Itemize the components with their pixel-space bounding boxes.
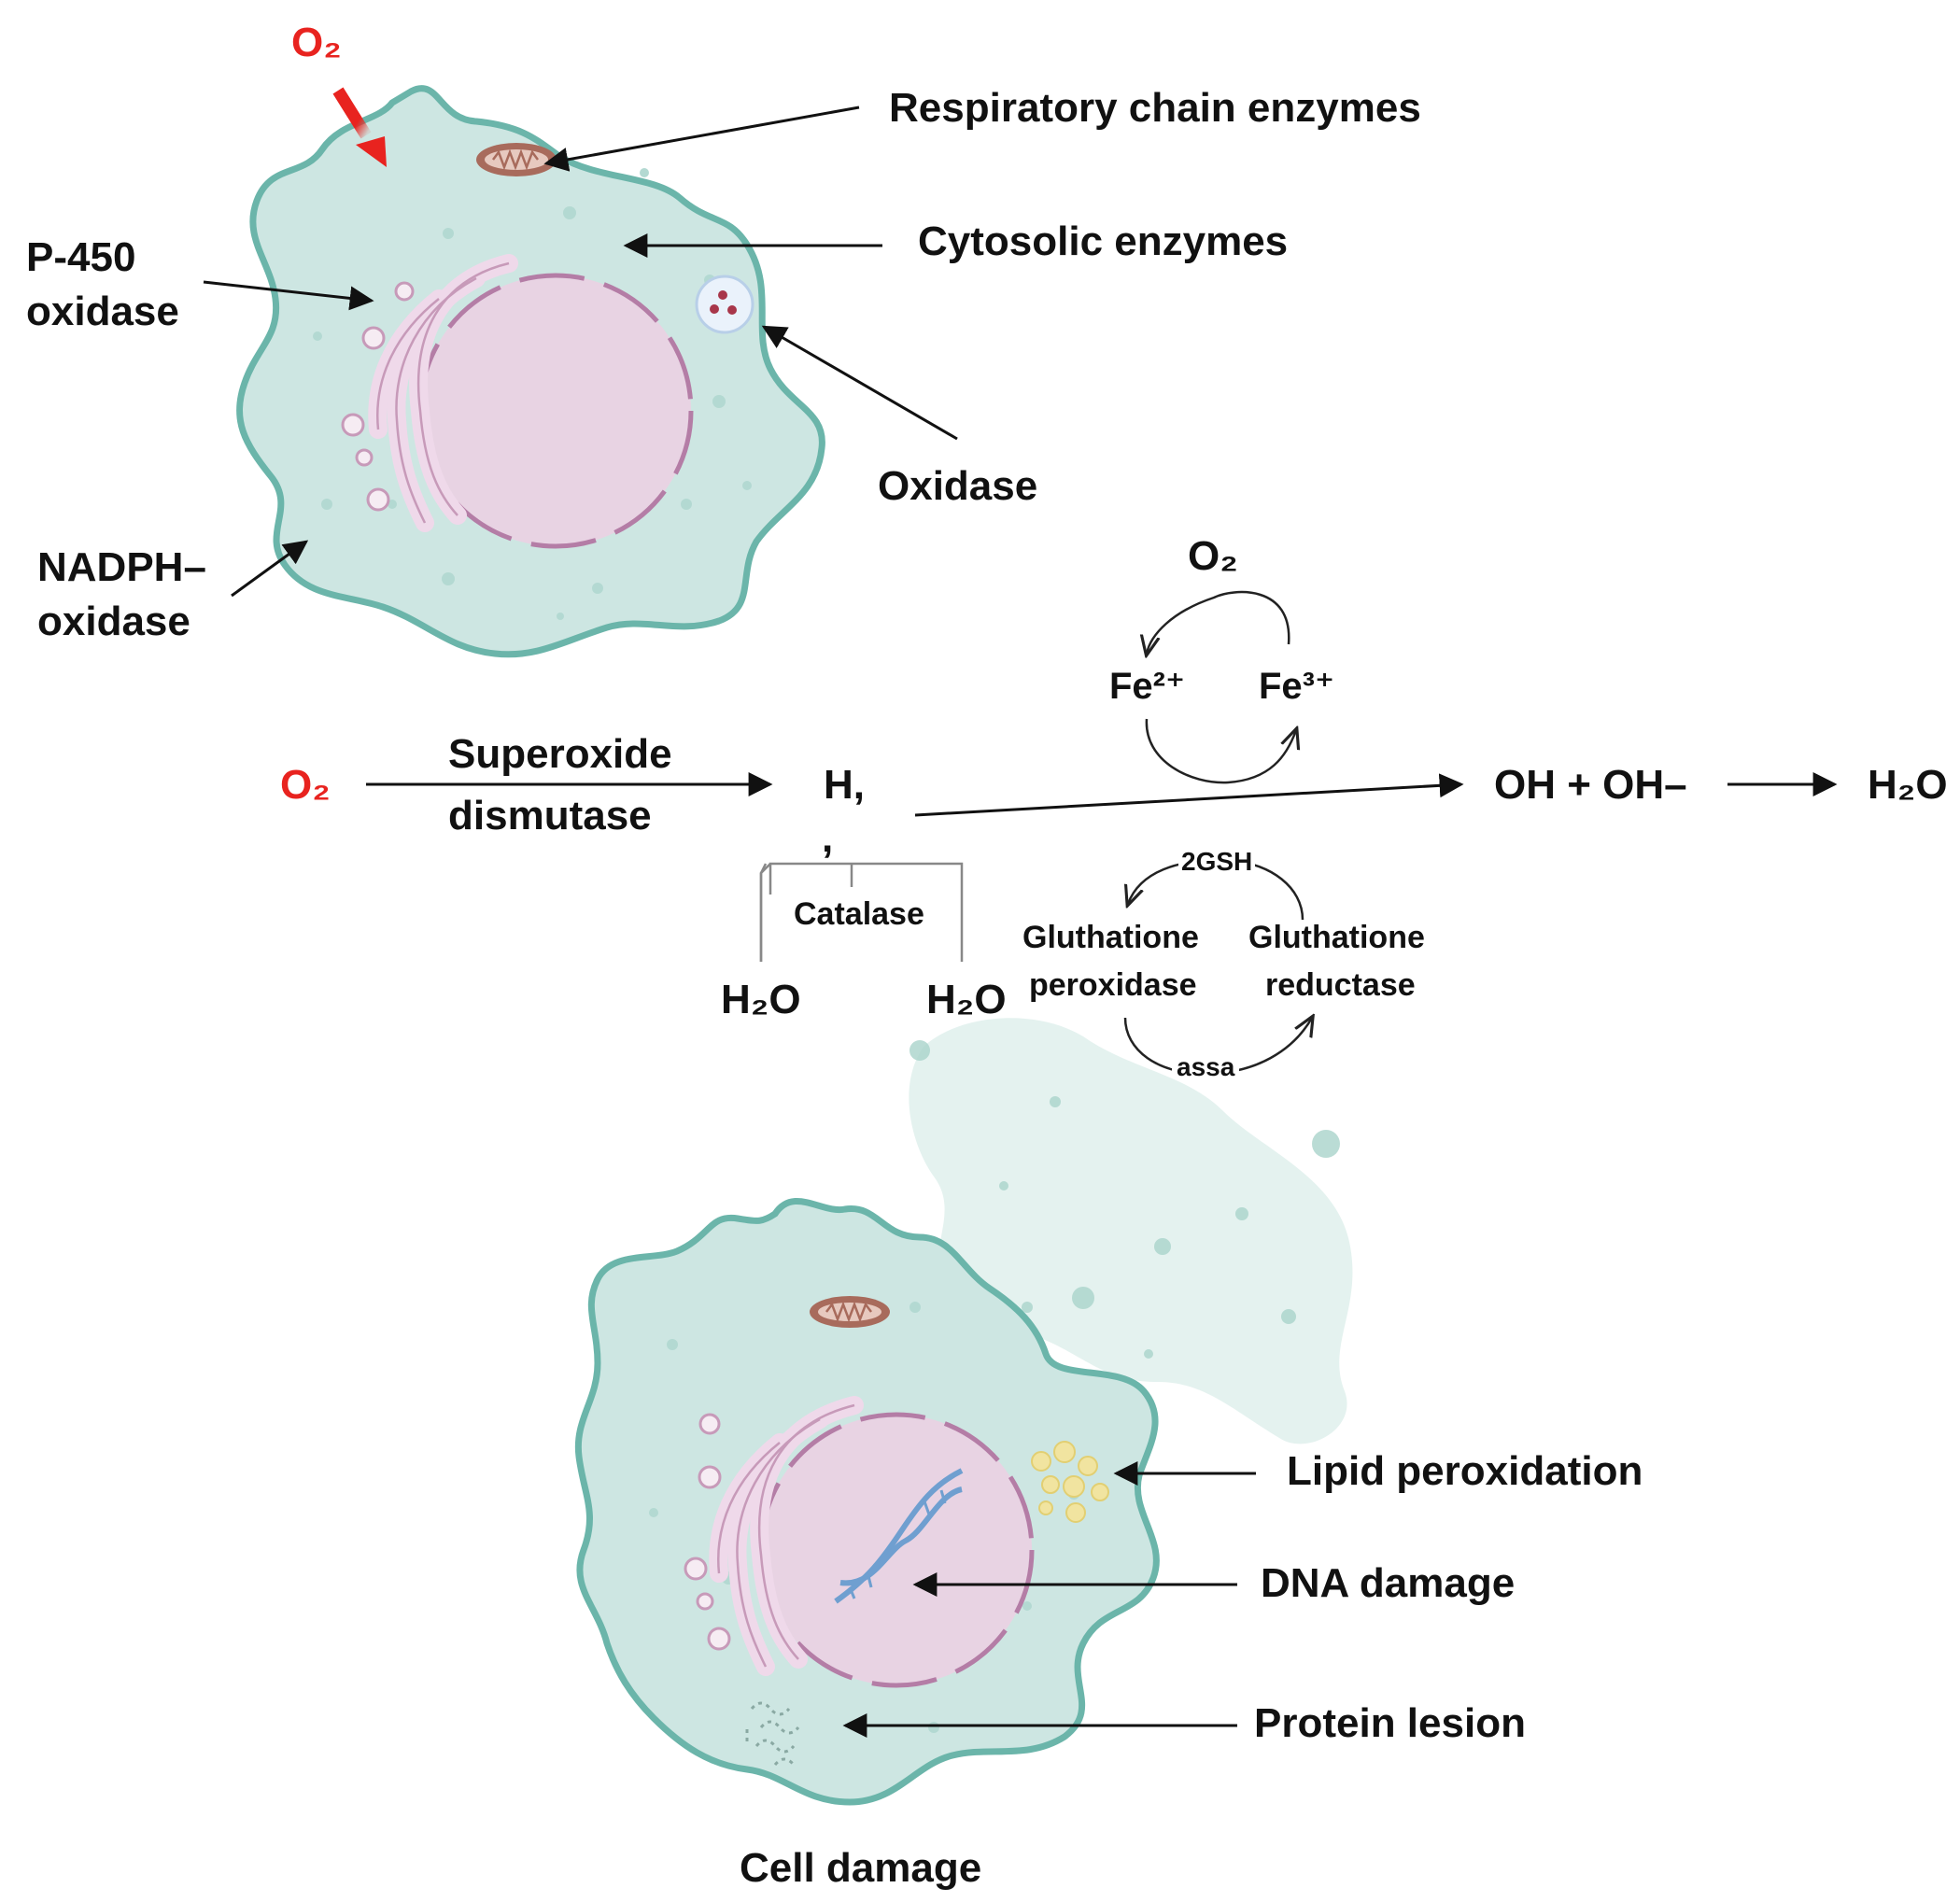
assa-label-bg [1172,1048,1239,1085]
fe-lower-cycle-arc [1145,718,1296,784]
bleb-granules [909,1040,1340,1359]
oxidase-arrow [761,325,958,441]
nadph-label-line1: NADPH– [37,544,206,590]
p450-label-line1: P-450 [26,234,135,280]
top-cell-granules [313,159,752,620]
p450-arrow [203,280,374,311]
vesicle-icon [695,275,754,334]
fe3-label: Fe³⁺ [1259,666,1334,707]
lipid-droplets-icon [1031,1441,1109,1523]
top-endoplasmic-reticulum [341,254,518,532]
assa-label: assa [1177,1052,1235,1081]
dna-icon [834,1468,964,1604]
sod-label-line1: Superoxide [448,731,672,777]
nadph-arrow [231,540,309,598]
gsh-label: 2GSH [1181,847,1252,876]
mitochondrion-icon [810,1296,890,1328]
fenton-arrow [914,773,1464,817]
gpx-label-line1: Gluthatione [1022,920,1199,955]
oxidase-label: Oxidase [878,463,1037,509]
o2-entry-label: O₂ [291,20,342,65]
cytosolic-enzymes-label: Cytosolic enzymes [918,218,1288,264]
top-cell [236,85,825,658]
o2-cycle-label: O₂ [1188,533,1238,579]
fe2-label: Fe²⁺ [1109,666,1185,707]
respiratory-chain-arrow [543,106,860,172]
protein-lesion-label: Protein lesion [1254,1700,1526,1746]
h2o-right-label: H₂O [926,977,1007,1022]
gr-label-line1: Gluthatione [1248,920,1425,955]
fe-upper-cycle-arc [1147,590,1290,654]
bottom-cell [574,1018,1353,1806]
o2-start-label: O₂ [280,762,331,808]
bottom-endoplasmic-reticulum [684,1396,864,1676]
dna-damage-label: DNA damage [1261,1560,1515,1606]
comma-label: , [822,815,833,861]
top-nucleus [417,273,694,549]
h2o-left-label: H₂O [721,977,801,1022]
h2o-end-label: H₂O [1868,762,1948,808]
gsh-label-bg [1178,844,1255,874]
catalase-label: Catalase [794,896,924,932]
o2-entry-arrow [332,87,387,167]
mitochondrion-icon [476,143,557,176]
cell-damage-label: Cell damage [740,1845,981,1891]
nadph-label-line2: oxidase [37,599,190,644]
products-label: OH + OH– [1494,762,1687,808]
p450-label-line2: oxidase [26,289,179,334]
protein-aggregate-icon [745,1701,800,1767]
respiratory-chain-label: Respiratory chain enzymes [889,85,1421,131]
h2-label: H, [824,762,865,808]
gr-label-line2: reductase [1265,967,1416,1003]
bottom-cell-bleb [909,1018,1353,1444]
sod-label-line2: dismutase [448,793,652,838]
gpx-label-line2: peroxidase [1029,967,1197,1003]
lipid-peroxidation-label: Lipid peroxidation [1287,1448,1643,1494]
catalase-bracket [759,862,964,962]
